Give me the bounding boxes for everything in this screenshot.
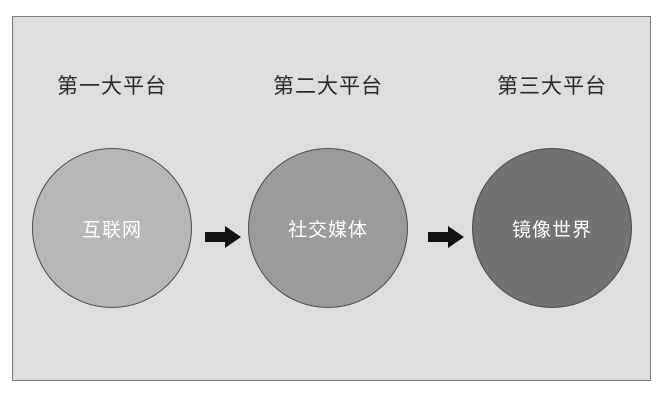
platform-3-heading: 第三大平台 (497, 74, 607, 98)
platform-1-label: 互联网 (81, 218, 142, 241)
platform-1-circle: 互联网 (32, 148, 192, 308)
platform-3-label: 镜像世界 (511, 218, 592, 241)
platform-3-circle: 镜像世界 (472, 148, 632, 308)
platform-2-heading: 第二大平台 (273, 74, 383, 98)
platform-2-circle: 社交媒体 (248, 148, 408, 308)
platform-1-heading: 第一大平台 (57, 74, 167, 98)
platform-2-label: 社交媒体 (287, 218, 368, 241)
arrow-right-icon (428, 226, 464, 248)
arrow-right-icon (205, 226, 241, 248)
